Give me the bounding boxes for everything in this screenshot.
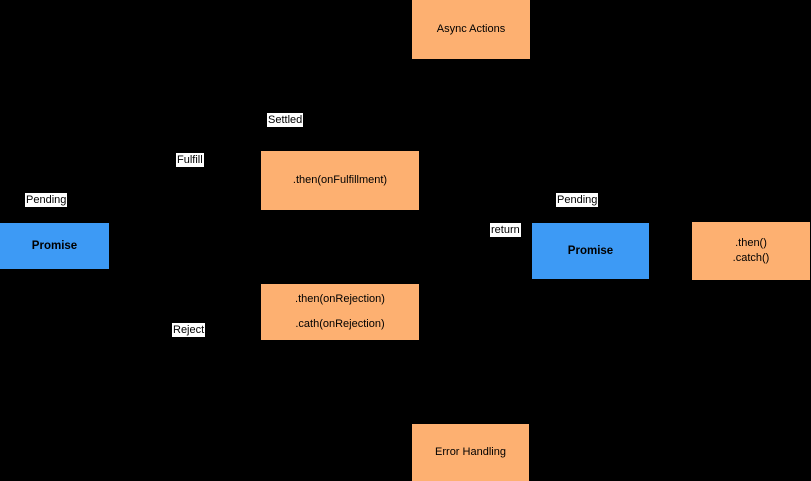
node-then-catch[interactable]: .then() .catch() <box>691 221 811 281</box>
edge-label-settled: Settled <box>267 113 304 127</box>
connector-rejection-to-error-handling-horizontal <box>290 452 411 453</box>
connector-rejection-to-error-handling-vertical <box>290 341 291 452</box>
edge-label-reject: Reject <box>172 323 206 337</box>
node-then-cath-on-rejection[interactable]: .then(onRejection) .cath(onRejection) <box>260 283 420 341</box>
node-then-catch-label-catch: .catch() <box>732 252 770 264</box>
edge-label-return: return <box>490 223 521 237</box>
node-async-actions[interactable]: Async Actions <box>411 0 531 60</box>
connector-reject-to-then-rejection <box>259 312 260 313</box>
connector-async-horizontal <box>290 60 411 61</box>
node-async-actions-label: Async Actions <box>436 23 506 35</box>
edge-label-pending-left: Pending <box>25 193 68 207</box>
node-then-on-fulfillment[interactable]: .then(onFulfillment) <box>260 150 420 211</box>
connector-fulfill-to-then-fulfillment <box>259 180 260 246</box>
connector-fulfillment-to-promise-right <box>420 180 531 181</box>
node-promise-left-label: Promise <box>31 239 78 252</box>
connector-return-to-promise-right <box>490 251 531 252</box>
node-promise-right[interactable]: Promise <box>531 222 650 280</box>
node-cath-on-rejection-label: .cath(onRejection) <box>295 318 385 330</box>
edge-label-fulfill: Fulfill <box>176 153 204 167</box>
connector-promise-left-to-fulfill <box>110 245 260 246</box>
connector-promise-left-to-reject <box>259 245 260 312</box>
node-error-handling-label: Error Handling <box>435 446 506 458</box>
node-promise-right-label: Promise <box>567 244 614 257</box>
node-then-on-rejection-label: .then(onRejection) <box>295 293 385 305</box>
node-then-on-fulfillment-label: .then(onFulfillment) <box>292 174 388 186</box>
node-error-handling[interactable]: Error Handling <box>411 423 530 481</box>
node-then-catch-label-then: .then() <box>735 237 767 249</box>
connector-promise-right-to-then-catch <box>650 251 691 252</box>
node-promise-left[interactable]: Promise <box>0 222 110 270</box>
connector-settled-to-async <box>290 60 291 150</box>
edge-label-pending-right: Pending <box>556 193 599 207</box>
